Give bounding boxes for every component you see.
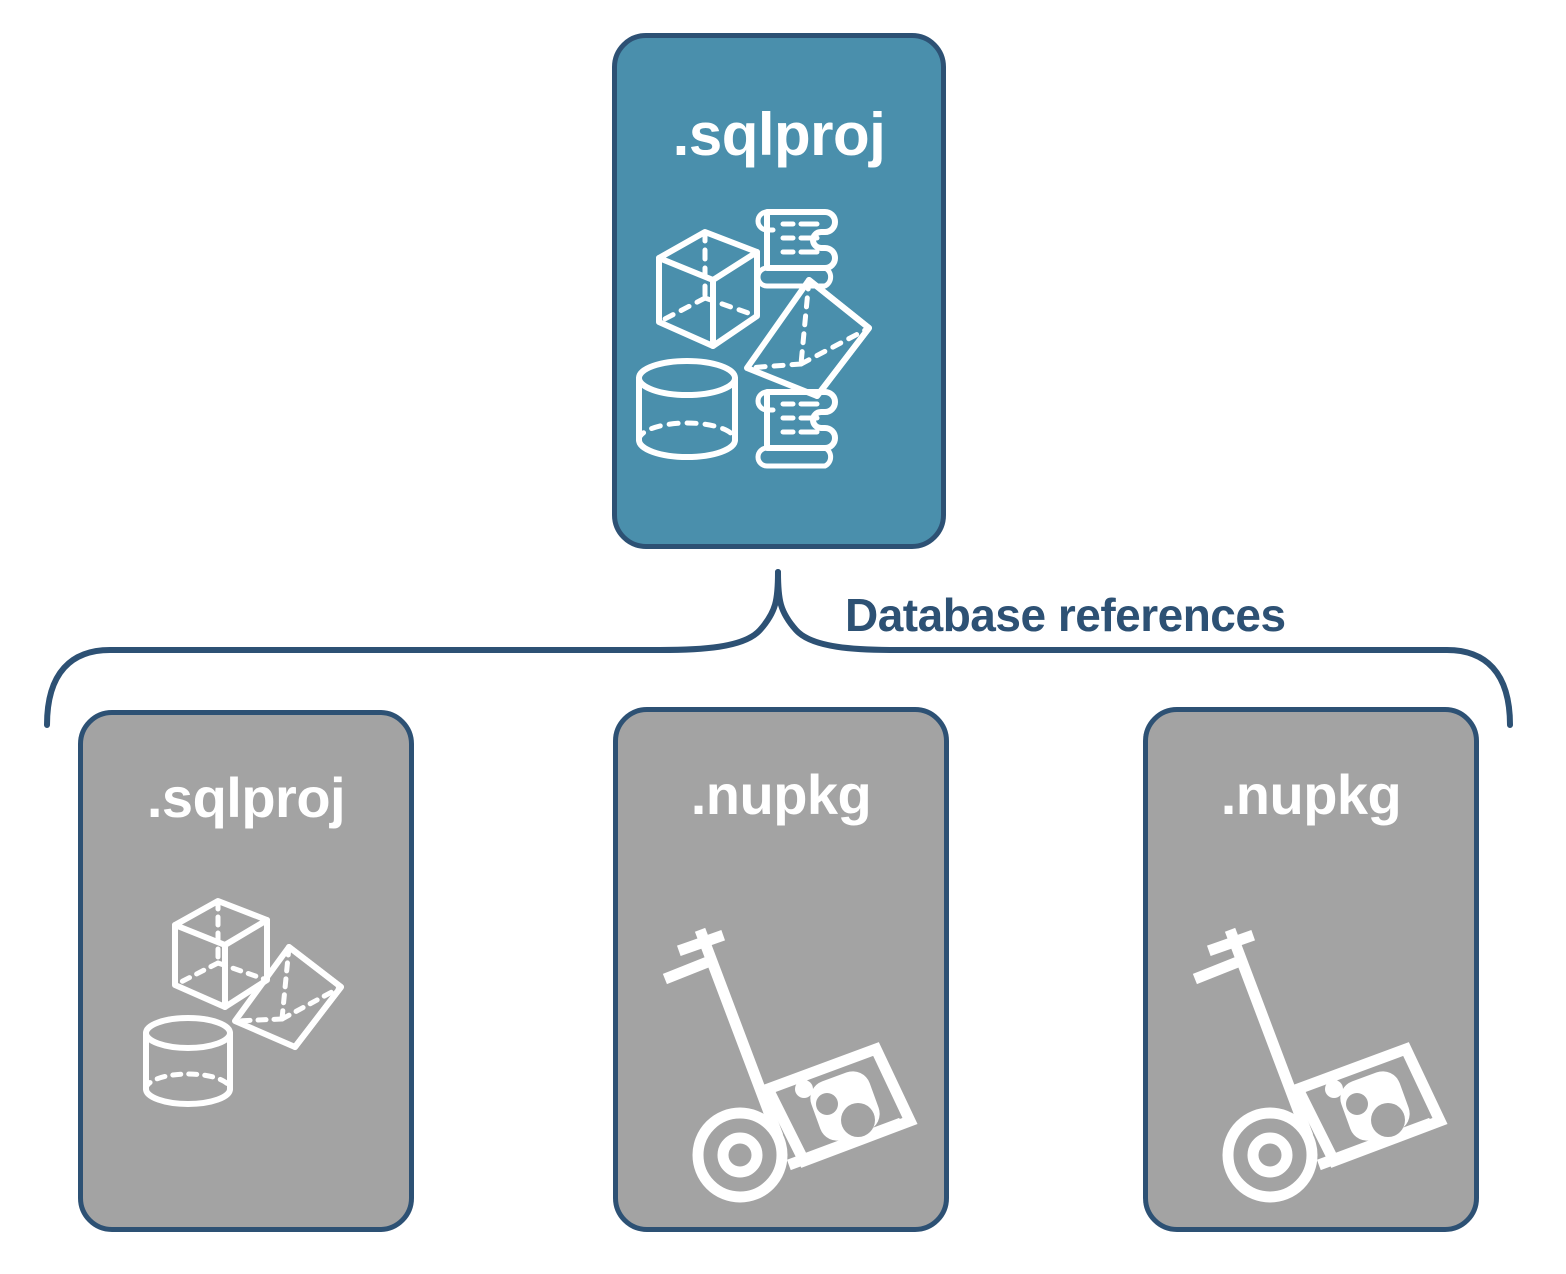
node-reference-2-label: .nupkg — [690, 763, 872, 826]
connector-label-database-references: Database references — [845, 589, 1286, 641]
reference-1-icon-group — [83, 875, 409, 1175]
pyramid-wireframe-icon — [744, 277, 872, 399]
node-root-sqlproj[interactable]: .sqlproj — [612, 33, 946, 549]
node-reference-nupkg-2[interactable]: .nupkg — [1143, 707, 1479, 1232]
root-icon-group — [617, 188, 941, 478]
cylinder-wireframe-icon — [636, 358, 738, 460]
node-reference-sqlproj[interactable]: .sqlproj — [78, 710, 414, 1232]
cube-wireframe-icon — [656, 229, 760, 349]
scroll-icon — [755, 209, 838, 289]
hand-truck-package-icon — [662, 927, 918, 1203]
node-reference-1-label: .sqlproj — [146, 766, 346, 829]
cylinder-wireframe-icon — [143, 1015, 233, 1107]
node-root-label: .sqlproj — [672, 101, 886, 168]
pyramid-wireframe-icon — [232, 944, 344, 1050]
hand-truck-package-icon — [1192, 927, 1448, 1203]
scroll-icon — [755, 389, 838, 469]
reference-2-icon-group — [618, 867, 944, 1207]
reference-3-icon-group — [1148, 867, 1474, 1207]
node-reference-nupkg-1[interactable]: .nupkg — [613, 707, 949, 1232]
node-reference-3-label: .nupkg — [1220, 763, 1402, 826]
